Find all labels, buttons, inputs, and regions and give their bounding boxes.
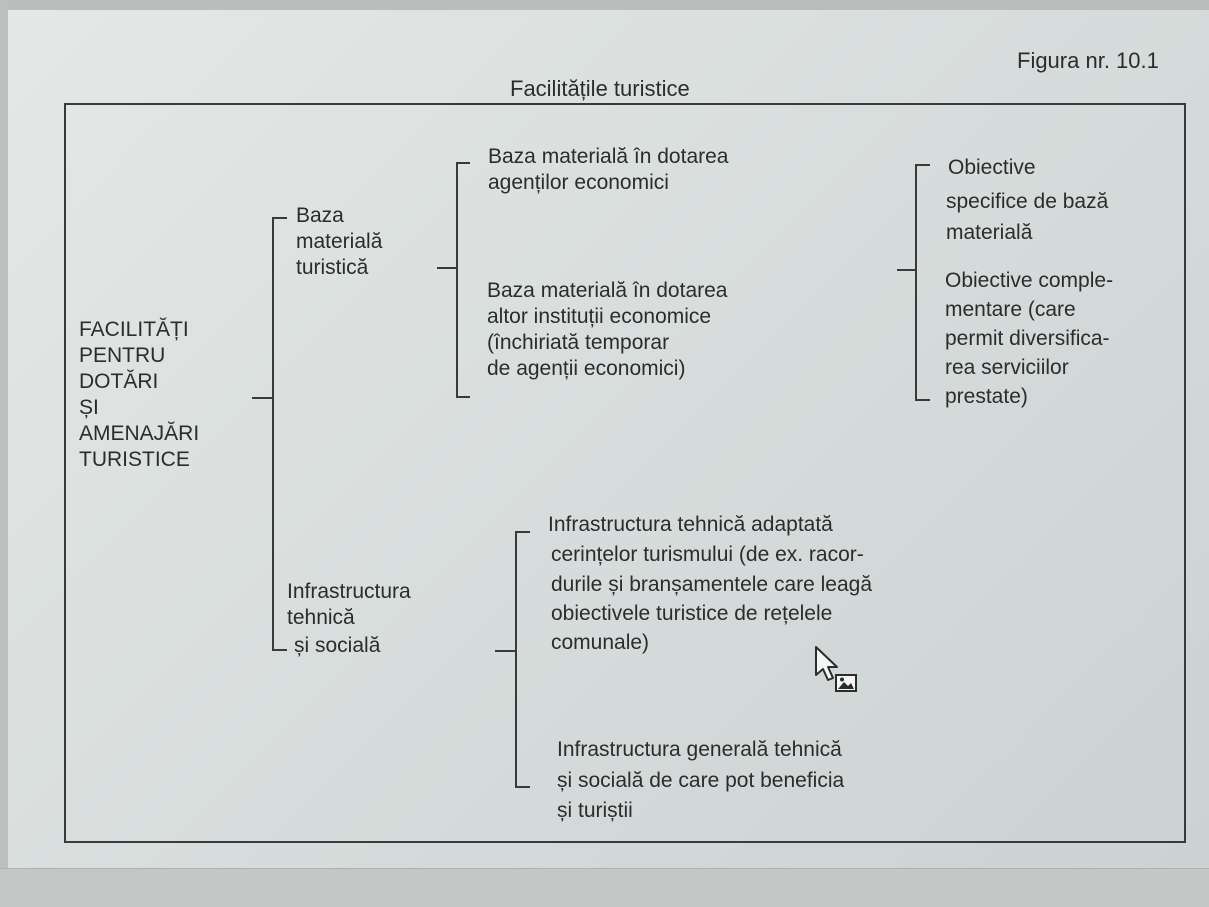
node-line: rea serviciilor	[945, 356, 1069, 379]
base-bracket	[456, 162, 470, 398]
node-line: și turiștii	[557, 799, 633, 822]
node-line: Infrastructura tehnică adaptată	[548, 513, 833, 536]
mouse-pointer-icon	[815, 646, 857, 692]
node-line: de agenții economici)	[487, 357, 686, 380]
main-bracket	[272, 217, 287, 651]
node-line: specifice de bază	[946, 190, 1109, 213]
node-line: obiectivele turistice de rețelele	[551, 602, 833, 625]
root-line: ȘI	[79, 396, 99, 419]
node-line: durile și branșamentele care leagă	[551, 573, 873, 596]
root-line: DOTĂRI	[79, 370, 159, 393]
branch-line: turistică	[296, 256, 369, 279]
node-line: și socială de care pot beneficia	[557, 769, 845, 792]
node-line: permit diversifica-	[945, 327, 1110, 350]
node-line: agenților economici	[488, 171, 669, 194]
node-line: Baza materială în dotarea	[488, 145, 729, 168]
diagram-frame	[64, 103, 1186, 843]
node-line: cerințelor turismului (de ex. racor-	[551, 543, 864, 566]
root-line: TURISTICE	[79, 448, 190, 471]
node-line: mentare (care	[945, 298, 1076, 321]
branch-line: tehnică	[287, 606, 355, 629]
node-line: comunale)	[551, 631, 650, 654]
node-line: Obiective	[948, 156, 1036, 179]
branch-line: Baza	[296, 204, 344, 227]
node-line: altor instituții economice	[487, 305, 712, 328]
node-line: (închiriată temporar	[487, 331, 670, 354]
objectives-bracket	[915, 164, 930, 401]
figure-label: Figura nr. 10.1	[1017, 48, 1159, 73]
node-line: Baza materială în dotarea	[487, 279, 728, 302]
infra-bracket	[515, 531, 530, 788]
root-line: FACILITĂȚI	[79, 318, 189, 341]
root-line: AMENAJĂRI	[79, 422, 200, 445]
diagram-title: Facilitățile turistice	[510, 76, 690, 101]
bottom-strip	[0, 868, 1209, 907]
node-line: prestate)	[945, 385, 1028, 408]
branch-line: materială	[296, 230, 383, 253]
branch-line: și socială	[294, 634, 381, 657]
node-line: materială	[946, 221, 1033, 244]
branch-line: Infrastructura	[287, 580, 411, 603]
top-strip	[0, 0, 1209, 12]
document-page	[8, 10, 1209, 868]
root-line: PENTRU	[79, 344, 166, 367]
node-line: Infrastructura generală tehnică	[557, 738, 842, 761]
left-edge	[0, 0, 8, 906]
node-line: Obiective comple-	[945, 269, 1114, 292]
